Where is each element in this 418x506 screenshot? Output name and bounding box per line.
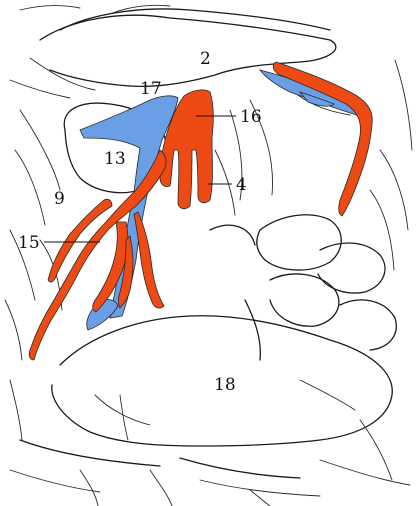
label-18: 18 bbox=[214, 375, 236, 395]
label-15: 15 bbox=[18, 233, 40, 253]
label-13: 13 bbox=[104, 149, 126, 169]
artery-branch-right bbox=[134, 212, 164, 308]
label-17: 17 bbox=[140, 79, 162, 99]
label-9: 9 bbox=[54, 189, 65, 209]
label-4: 4 bbox=[236, 175, 247, 195]
label-16: 16 bbox=[240, 107, 262, 127]
label-2: 2 bbox=[200, 49, 211, 69]
